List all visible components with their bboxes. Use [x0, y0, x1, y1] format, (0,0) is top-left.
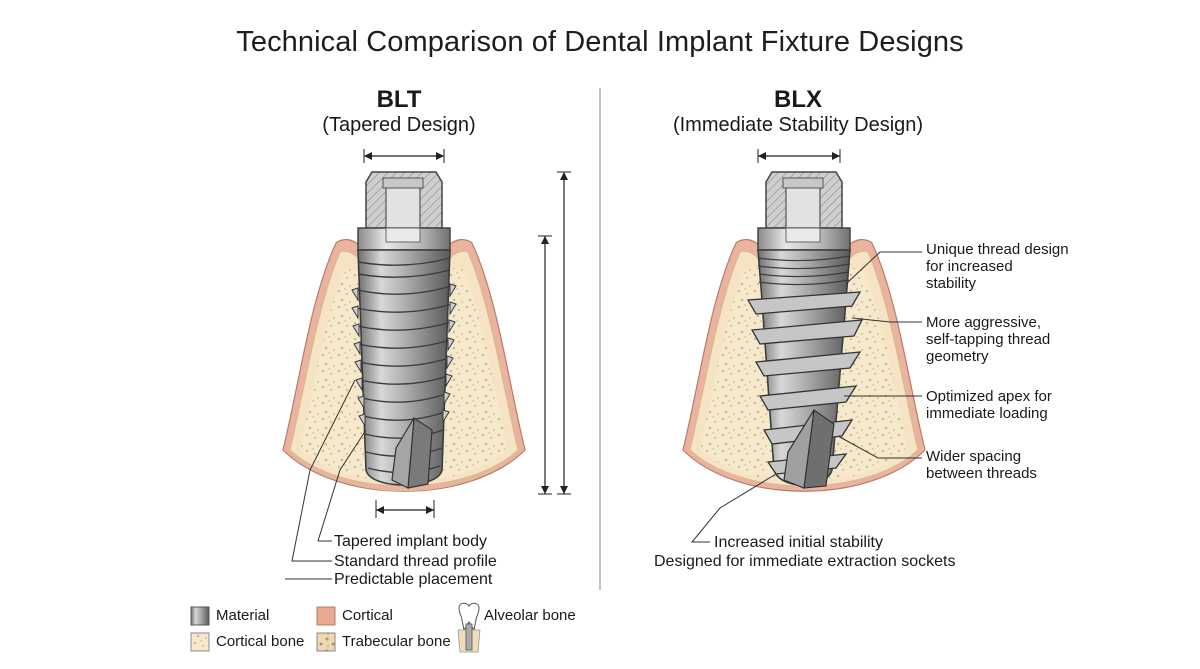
blx-caption-1: Increased initial stability: [714, 534, 883, 551]
annotation-line: for increased: [926, 258, 1013, 275]
legend-cortical-bone-label: Cortical bone: [216, 633, 305, 650]
blx-annotation-apex: Optimized apex for immediate loading: [926, 388, 1052, 422]
blx-title: BLX: [774, 86, 822, 113]
legend-material-label: Material: [216, 607, 270, 624]
legend-graphics: [190, 602, 481, 653]
annotation-line: Wider spacing: [926, 448, 1022, 465]
page-title: Technical Comparison of Dental Implant F…: [236, 26, 964, 58]
blt-diagram: [282, 149, 571, 580]
blt-subtitle: (Tapered Design): [322, 114, 476, 136]
annotation-line: between threads: [926, 465, 1037, 482]
annotation-line: Unique thread design: [926, 241, 1069, 258]
annotation-line: stability: [926, 275, 977, 292]
legend-material-swatch: [190, 606, 210, 626]
legend-cortical-bone-swatch: [190, 632, 210, 652]
blt-caption-3: Predictable placement: [334, 571, 493, 588]
blx-diagram: [682, 149, 926, 543]
legend-alveolar-label: Alveolar bone: [484, 607, 576, 624]
blt-caption-1: Tapered implant body: [334, 533, 487, 550]
annotation-line: More aggressive,: [926, 314, 1042, 331]
blx-subtitle: (Immediate Stability Design): [672, 114, 924, 136]
annotation-line: geometry: [926, 348, 989, 365]
legend-trabecular-swatch: [316, 632, 336, 652]
legend-cortical-label: Cortical: [342, 607, 393, 624]
annotation-line: immediate loading: [926, 405, 1048, 422]
annotation-line: Optimized apex for: [926, 388, 1052, 405]
blx-caption-2: Designed for immediate extraction socket…: [654, 553, 956, 570]
annotation-line: self-tapping thread: [926, 331, 1051, 348]
blx-annotation-spacing: Wider spacing between threads: [926, 448, 1037, 482]
blt-caption-2: Standard thread profile: [334, 553, 497, 570]
blx-annotation-thread-design: Unique thread design for increased stabi…: [926, 241, 1069, 292]
blt-title: BLT: [376, 86, 422, 113]
blx-annotation-self-tapping: More aggressive, self-tapping thread geo…: [926, 314, 1050, 365]
legend-cortical-swatch: [316, 606, 336, 626]
legend-trabecular-label: Trabecular bone: [342, 633, 451, 650]
tooth-icon: [457, 602, 481, 653]
